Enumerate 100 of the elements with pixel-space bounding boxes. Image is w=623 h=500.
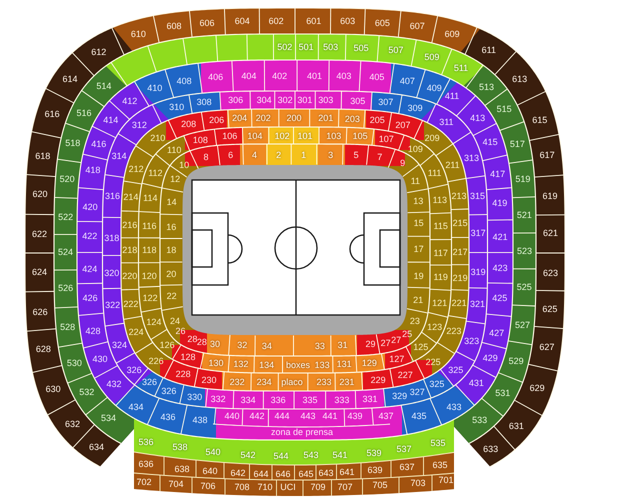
section-label: 210 xyxy=(150,132,166,143)
section-label: 226 xyxy=(148,356,164,366)
section-label: 610 xyxy=(130,28,146,39)
section-label: placo xyxy=(281,377,303,387)
section-label: 334 xyxy=(240,394,256,405)
section-label: 430 xyxy=(92,354,108,364)
section-label: 646 xyxy=(275,469,291,479)
section-label: 204 xyxy=(232,113,248,124)
section-label: 505 xyxy=(354,42,369,53)
section-label: 206 xyxy=(209,114,224,125)
section-label: 10 xyxy=(179,160,190,170)
section-label: 131 xyxy=(336,359,352,370)
section-label: 126 xyxy=(160,340,175,350)
section-label: 27 xyxy=(391,334,402,345)
section-label: 301 xyxy=(297,95,312,105)
section-label: 530 xyxy=(66,358,82,368)
section-label: 521 xyxy=(516,210,532,220)
section-label: 701 xyxy=(438,475,454,485)
section-label: 121 xyxy=(432,298,448,308)
section-label: 517 xyxy=(510,138,525,149)
section-label: 207 xyxy=(395,120,410,130)
section-label: 309 xyxy=(408,102,423,112)
section-label: 200 xyxy=(286,113,302,123)
section-label: 123 xyxy=(427,322,442,332)
section-label: 638 xyxy=(174,464,190,474)
section-label: 336 xyxy=(270,395,286,405)
section-label: 14 xyxy=(166,196,177,206)
section-label: 431 xyxy=(468,378,484,388)
section-label: 614 xyxy=(62,74,78,84)
section-label: 116 xyxy=(142,220,156,231)
section-label: 427 xyxy=(489,328,504,338)
section-label: 514 xyxy=(96,81,112,92)
section-label: 441 xyxy=(322,411,338,421)
section-label: 644 xyxy=(253,469,269,479)
section-label: 411 xyxy=(444,91,460,101)
section-label: 327 xyxy=(410,386,425,397)
section-label: 229 xyxy=(370,374,386,385)
section-label: 108 xyxy=(192,134,208,145)
section-label: 628 xyxy=(36,344,51,354)
section-label: 438 xyxy=(192,415,208,425)
section-label: 516 xyxy=(76,108,92,118)
section-label: 310 xyxy=(169,102,184,112)
section-label: 407 xyxy=(400,76,415,86)
section-label: 529 xyxy=(508,356,524,366)
section-label: 707 xyxy=(337,482,353,492)
section-label: 621 xyxy=(542,228,558,238)
section-label: 622 xyxy=(32,229,48,240)
section-label: 513 xyxy=(478,82,494,92)
section-label: 32 xyxy=(237,340,248,350)
section-label: 535 xyxy=(430,438,446,448)
section-label: 710 xyxy=(257,482,273,492)
section-label: 419 xyxy=(492,198,508,208)
section-label: 124 xyxy=(146,317,162,328)
section-label: 25 xyxy=(402,328,412,339)
section-label: 636 xyxy=(138,459,154,469)
section-label: 706 xyxy=(200,481,216,491)
section-label: 326 xyxy=(126,364,142,375)
section-label: 212 xyxy=(128,164,144,174)
section-label: 222 xyxy=(123,298,138,309)
section-label: 639 xyxy=(367,465,383,475)
section-label: 544 xyxy=(273,451,289,461)
section-label: 106 xyxy=(222,131,238,142)
section-label: 12 xyxy=(170,174,180,184)
section-label: 525 xyxy=(516,282,532,292)
section-label: 640 xyxy=(202,466,218,476)
section-label: 233 xyxy=(316,377,332,387)
section-label: 435 xyxy=(411,411,427,421)
section-label: 434 xyxy=(128,402,144,412)
section-label: 130 xyxy=(208,358,224,368)
section-label: 313 xyxy=(464,153,480,164)
section-label: 433 xyxy=(446,402,462,412)
section-label: 645 xyxy=(298,469,314,479)
section-label: 102 xyxy=(274,130,290,140)
section-label: 4 xyxy=(252,150,257,160)
section-label: 439 xyxy=(347,411,363,421)
section-label: 119 xyxy=(434,272,448,282)
section-label: 538 xyxy=(172,442,188,452)
section-label: 326 xyxy=(142,377,158,388)
section-label: 122 xyxy=(142,293,158,304)
section-label: boxes xyxy=(286,360,310,370)
section-label: 101 xyxy=(297,130,313,140)
section-label: 401 xyxy=(306,70,322,80)
section-label: 17 xyxy=(414,244,424,254)
section-label: zona de prensa xyxy=(270,427,334,437)
section-label: 615 xyxy=(532,114,548,125)
section-label: 611 xyxy=(482,45,496,56)
section-label: 608 xyxy=(166,20,182,31)
section-label: 307 xyxy=(378,97,394,108)
section-label: 324 xyxy=(112,340,128,350)
section-label: 522 xyxy=(58,212,74,222)
section-label: 630 xyxy=(46,384,61,394)
section-label: 523 xyxy=(516,246,532,256)
section-label: 416 xyxy=(91,139,106,150)
section-label: 412 xyxy=(122,96,138,106)
section-label: 602 xyxy=(268,16,284,26)
section-label: 703 xyxy=(410,478,426,488)
section-label: 424 xyxy=(82,264,98,274)
section-label: 107 xyxy=(378,134,394,144)
section-label: 408 xyxy=(176,76,192,86)
section-label: 708 xyxy=(234,482,250,492)
